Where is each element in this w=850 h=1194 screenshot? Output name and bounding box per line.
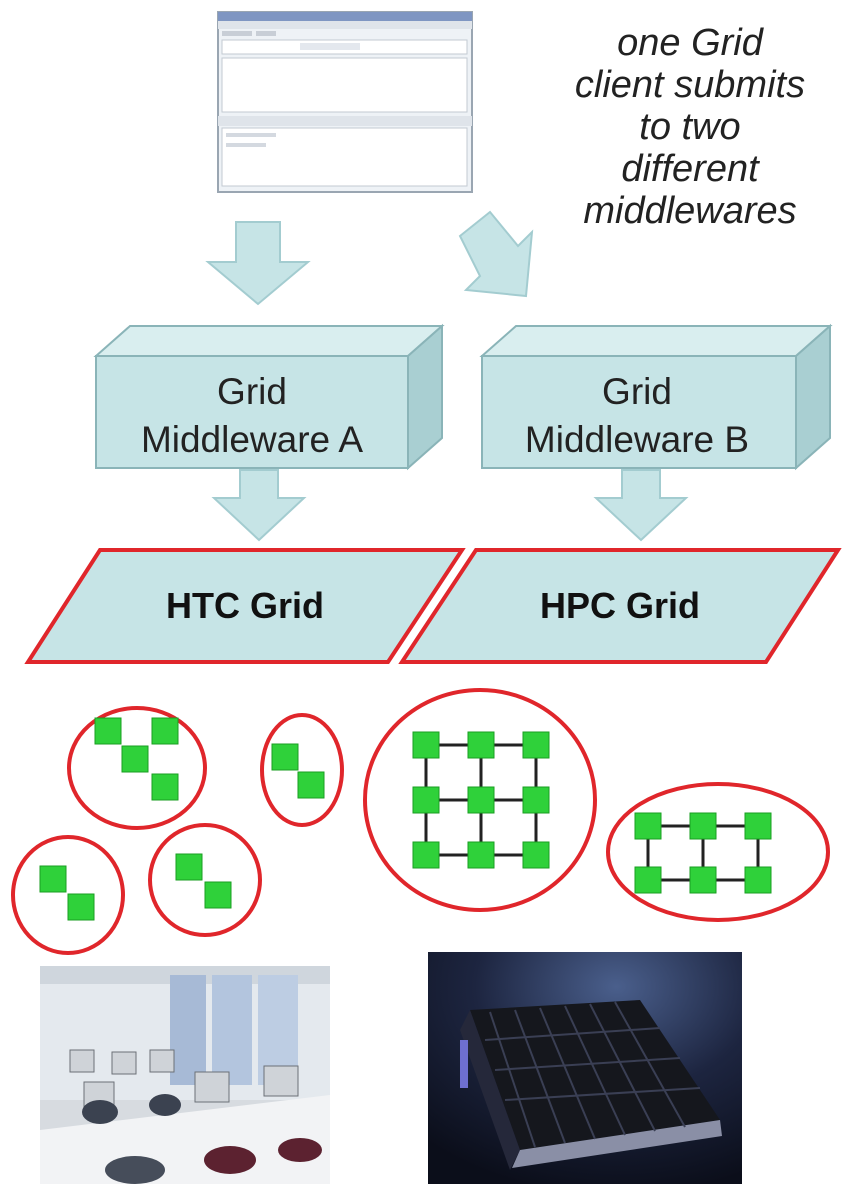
hpc-cluster-small: [606, 782, 830, 922]
htc-cluster-2: [260, 713, 344, 827]
arrow-to-middleware-a: [205, 221, 311, 306]
htc-grid-label: HTC Grid: [166, 585, 324, 626]
middleware-b-subtitle: Middleware B: [525, 419, 749, 460]
middleware-a-title: Grid: [217, 371, 287, 412]
arrow-middleware-b-to-hpc: [593, 469, 689, 542]
caption-line: to two: [639, 106, 741, 148]
computer-lab-photo: [40, 966, 330, 1184]
middleware-a-box: Grid Middleware A: [93, 323, 445, 471]
htc-grid-box: HTC Grid: [24, 548, 466, 664]
caption-line: one Grid: [617, 22, 763, 64]
arrow-to-middleware-b: [458, 210, 534, 298]
hpc-grid-label: HPC Grid: [540, 585, 700, 626]
hpc-cluster-large: [363, 688, 597, 912]
caption-line: different: [621, 148, 759, 190]
caption-line: middlewares: [583, 190, 797, 232]
caption: one Grid client submits to two different…: [540, 22, 840, 232]
middleware-a-subtitle: Middleware A: [141, 419, 363, 460]
htc-cluster-4: [148, 823, 262, 937]
htc-cluster-1: [67, 706, 207, 830]
grid-client-window: [217, 11, 473, 193]
middleware-b-box: Grid Middleware B: [479, 323, 833, 471]
supercomputer-photo: [428, 952, 742, 1184]
htc-cluster-3: [11, 835, 125, 955]
hpc-grid-box: HPC Grid: [398, 548, 842, 664]
caption-line: client submits: [574, 64, 806, 106]
middleware-b-title: Grid: [602, 371, 672, 412]
arrow-middleware-a-to-htc: [211, 469, 307, 542]
